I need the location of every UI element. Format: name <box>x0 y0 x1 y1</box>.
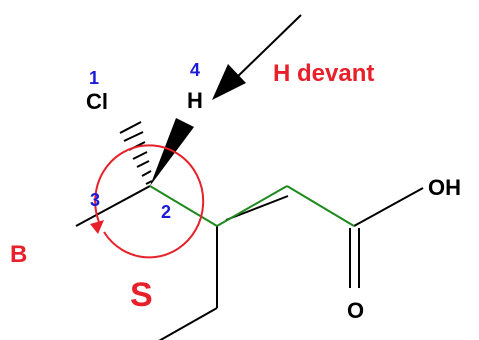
atom-cl: Cl <box>86 89 108 114</box>
main-chain-highlight <box>149 185 355 227</box>
chain-bond-1 <box>149 185 218 227</box>
h-devant-note: H devant <box>273 60 374 87</box>
hashed-wedge-bond <box>119 121 153 185</box>
priority-4: 4 <box>190 60 200 80</box>
side-label-b: B <box>10 241 27 268</box>
rotation-arc <box>94 144 205 259</box>
priority-2: 2 <box>161 202 171 222</box>
priority-3: 3 <box>90 190 100 210</box>
bond-ethyl-ch3 <box>158 307 218 340</box>
bonds <box>75 185 424 340</box>
configuration-s: S <box>130 276 153 314</box>
chain-bond-3 <box>286 185 355 227</box>
rotation-circle <box>90 144 205 259</box>
atom-o: O <box>347 298 364 323</box>
atom-h: H <box>187 88 203 113</box>
chain-bond-2 <box>216 185 288 227</box>
bond-c-to-left <box>75 185 151 227</box>
h-pointer-arrow <box>212 14 302 100</box>
solid-wedge-bond <box>150 118 194 186</box>
atom-oh: OH <box>428 175 461 200</box>
bond-carbonyl-to-oh <box>353 187 424 227</box>
rotation-arrowhead <box>90 220 104 234</box>
priority-1: 1 <box>89 68 99 88</box>
